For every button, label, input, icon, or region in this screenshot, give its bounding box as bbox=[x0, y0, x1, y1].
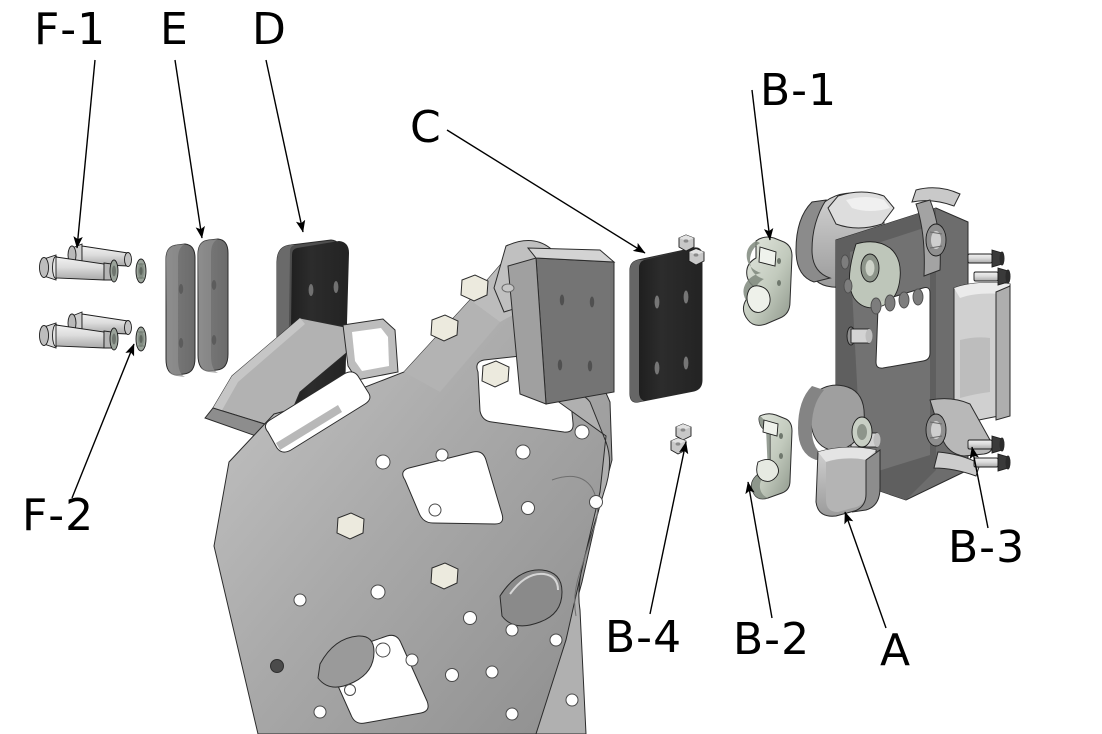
part-dark-backing-plate bbox=[629, 247, 703, 403]
leader-line-f-1 bbox=[73, 59, 96, 249]
part-bolt-upper bbox=[39, 243, 132, 283]
part-label-d: D bbox=[252, 4, 287, 55]
pivot-bolt-upper bbox=[846, 326, 873, 346]
leader-line-d bbox=[265, 59, 306, 233]
part-countersunk-screws-upper bbox=[967, 249, 1011, 286]
lock-nut-2 bbox=[688, 248, 705, 266]
dark-pin-hole bbox=[270, 659, 284, 673]
part-countersunk-screws-lower bbox=[967, 435, 1011, 472]
plate-hole-group bbox=[293, 424, 603, 721]
part-hook-clamp bbox=[742, 236, 793, 326]
washer-on-bolt bbox=[109, 259, 119, 283]
part-label-f-1: F-1 bbox=[34, 4, 106, 55]
leader-line-c bbox=[446, 129, 646, 254]
leader-line-e bbox=[174, 59, 205, 239]
leader-line-b-1 bbox=[751, 89, 774, 241]
part-label-f-2: F-2 bbox=[22, 490, 94, 541]
part-label-a: A bbox=[880, 625, 911, 676]
leader-line-group bbox=[71, 59, 989, 629]
leader-line-b-4 bbox=[649, 441, 689, 615]
part-label-b-2: B-2 bbox=[733, 614, 810, 665]
part-latch-lever bbox=[750, 413, 793, 500]
part-main-body-assembly bbox=[795, 187, 1011, 517]
part-label-b-4: B-4 bbox=[605, 612, 682, 663]
flange-washer-upper bbox=[135, 258, 147, 284]
lock-nut-1 bbox=[678, 234, 695, 252]
part-main-skeletal-plate bbox=[204, 247, 613, 734]
label-group: F-1 E D C B-1B-3A B-2 B-4 F-2 bbox=[22, 4, 1025, 676]
flange-washer-lower bbox=[135, 326, 147, 352]
part-label-b-3: B-3 bbox=[948, 522, 1025, 573]
lock-nut-3 bbox=[675, 423, 692, 441]
part-spacer-plates bbox=[165, 238, 229, 377]
part-main-body-shoe bbox=[815, 446, 881, 517]
hex-bolt-group bbox=[336, 274, 510, 590]
part-bolt-lower bbox=[39, 311, 132, 351]
leader-line-f-2 bbox=[71, 343, 135, 499]
leader-line-b-3 bbox=[969, 446, 989, 529]
part-flange-washers bbox=[135, 258, 147, 352]
part-label-b-1: B-1 bbox=[760, 65, 837, 116]
part-box-receiver bbox=[493, 240, 616, 405]
leader-line-b-2 bbox=[745, 481, 773, 619]
part-label-c: C bbox=[410, 102, 442, 153]
leader-line-a bbox=[844, 511, 887, 629]
part-label-e: E bbox=[160, 4, 189, 55]
